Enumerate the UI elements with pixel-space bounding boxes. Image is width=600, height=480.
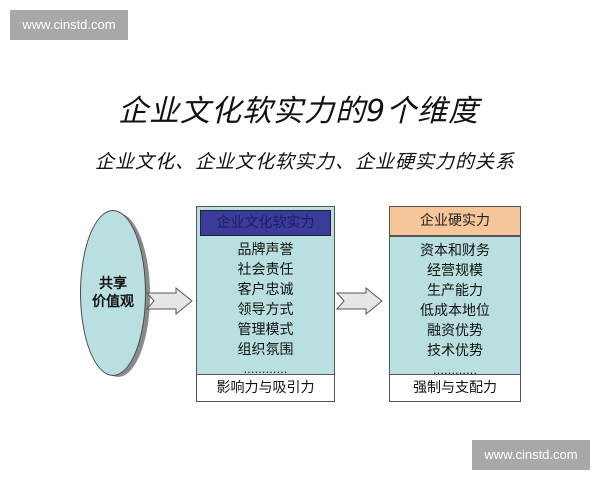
ellipse-line-1: 共享 [99, 276, 127, 292]
hard-power-footer: 强制与支配力 [390, 374, 520, 401]
list-item: 生产能力 [427, 283, 483, 299]
list-item: 管理模式 [237, 322, 294, 338]
list-item: 领导方式 [237, 302, 294, 318]
soft-power-box: 企业文化软实力 品牌声誉 社会责任 客户忠诚 领导方式 管理模式 组织氛围 ……… [196, 206, 335, 402]
hard-power-header: 企业硬实力 [390, 207, 520, 237]
list-item: ………… [433, 364, 477, 377]
hard-power-box: 企业硬实力 资本和财务 经营规模 生产能力 低成本地位 融资优势 技术优势 ……… [389, 206, 521, 402]
soft-power-header: 企业文化软实力 [200, 210, 331, 236]
list-item: 客户忠诚 [237, 282, 294, 298]
list-item: 资本和财务 [420, 243, 490, 259]
shared-values-ellipse: 共享 价值观 [80, 210, 146, 376]
arrow-right-icon [146, 287, 193, 315]
list-item: 技术优势 [427, 343, 483, 359]
list-item: ………… [243, 363, 288, 376]
watermark-top: www.cinstd.com [10, 10, 128, 40]
hard-power-list: 资本和财务 经营规模 生产能力 低成本地位 融资优势 技术优势 ………… [390, 237, 520, 381]
list-item: 组织氛围 [237, 342, 294, 358]
diagram-title: 企业文化软实力的9个维度 [118, 94, 480, 129]
soft-power-list: 品牌声誉 社会责任 客户忠诚 领导方式 管理模式 组织氛围 ………… [197, 236, 334, 380]
arrow-right-icon [336, 287, 383, 315]
diagram-subtitle: 企业文化、企业文化软实力、企业硬实力的关系 [95, 151, 516, 173]
list-item: 社会责任 [237, 262, 294, 278]
list-item: 品牌声誉 [237, 242, 294, 258]
list-item: 融资优势 [427, 323, 483, 339]
soft-power-footer: 影响力与吸引力 [197, 374, 334, 401]
ellipse-line-2: 价值观 [92, 294, 134, 310]
list-item: 经营规模 [427, 263, 483, 279]
watermark-bottom: www.cinstd.com [472, 440, 590, 470]
list-item: 低成本地位 [420, 303, 490, 319]
